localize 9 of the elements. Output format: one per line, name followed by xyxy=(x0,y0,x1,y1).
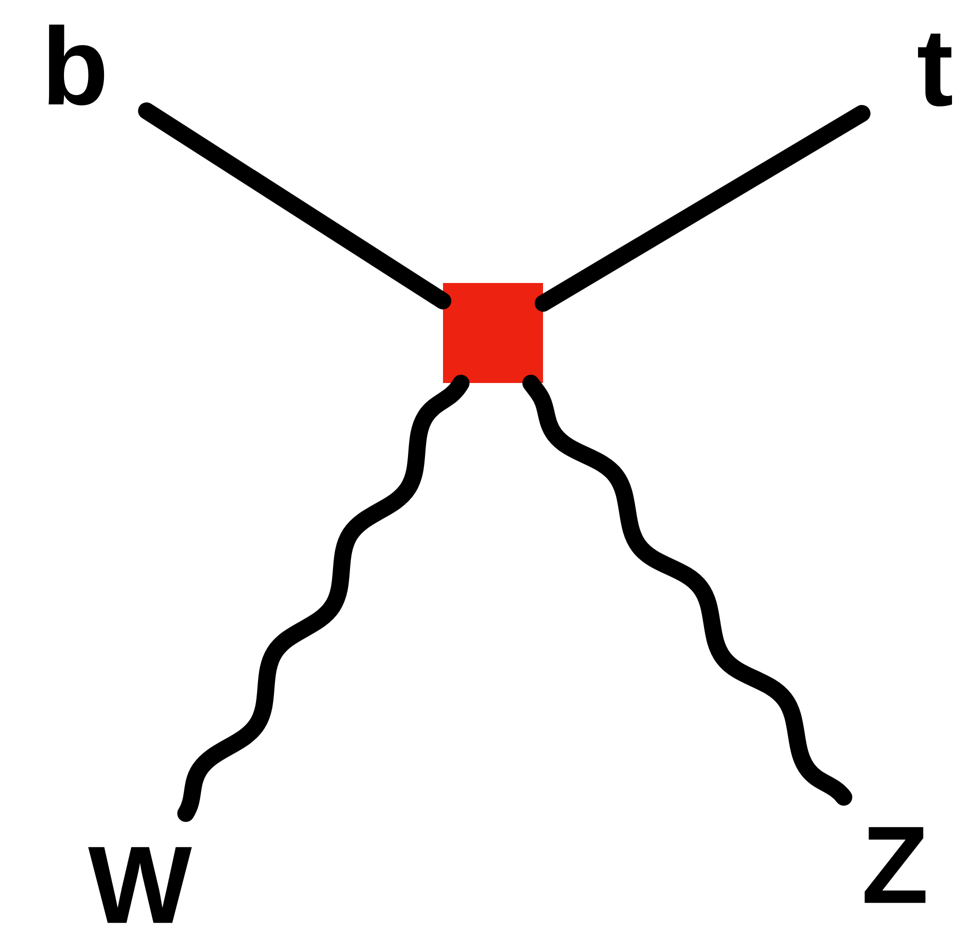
particle-label: W xyxy=(88,847,192,923)
straight-line xyxy=(534,104,870,312)
particle-label: b xyxy=(48,24,104,106)
straight-line xyxy=(138,102,452,310)
particle-label: t xyxy=(918,34,952,106)
wavy-line xyxy=(522,374,852,806)
vertex-square xyxy=(443,283,543,383)
wavy-line xyxy=(177,374,470,822)
particle-label: Z xyxy=(864,827,926,903)
